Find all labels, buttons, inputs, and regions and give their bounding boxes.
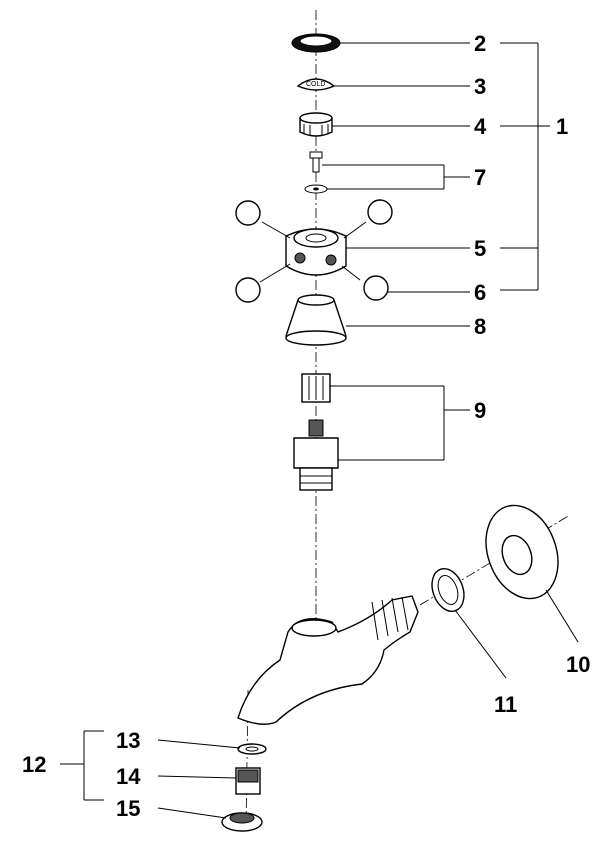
part-8-conical-shroud	[285, 294, 347, 346]
callout-2: 2	[474, 31, 486, 56]
part-4-threaded-bushing	[299, 112, 333, 137]
callout-5: 5	[474, 236, 486, 261]
part-2-seal-ring	[291, 33, 341, 53]
part-5-cross-handle-hub	[285, 228, 347, 276]
indicator-text: COLD	[306, 81, 325, 88]
spout-body	[237, 595, 419, 725]
callout-9: 9	[474, 398, 486, 423]
part-7-screw-and-washer	[304, 151, 328, 194]
callout-14: 14	[116, 764, 141, 789]
callout-13: 13	[116, 728, 140, 753]
callout-8: 8	[474, 314, 486, 339]
callout-11: 11	[494, 692, 517, 717]
part-3-indicator-cap: COLD	[296, 78, 336, 91]
callout-15: 15	[116, 796, 140, 821]
callout-6: 6	[474, 280, 486, 305]
callout-3: 3	[474, 74, 486, 99]
part-9-spindle-cartridge	[293, 373, 339, 491]
callout-12: 12	[22, 752, 46, 777]
part-14-aerator-insert	[235, 767, 261, 795]
part-15-aerator-housing	[221, 812, 263, 832]
callout-1: 1	[556, 114, 568, 139]
part-6-handle-arms	[235, 199, 393, 303]
part-11-gasket	[431, 567, 465, 613]
callout-4: 4	[474, 114, 487, 139]
callout-labels: 2 3 4 1 7 5 6 8 9 10 11 12 13 14 15	[22, 31, 590, 821]
leader-lines	[60, 42, 579, 819]
part-10-wall-flange	[485, 504, 559, 600]
callout-10: 10	[566, 652, 590, 677]
part-13-washer	[237, 743, 267, 755]
callout-7: 7	[474, 165, 486, 190]
